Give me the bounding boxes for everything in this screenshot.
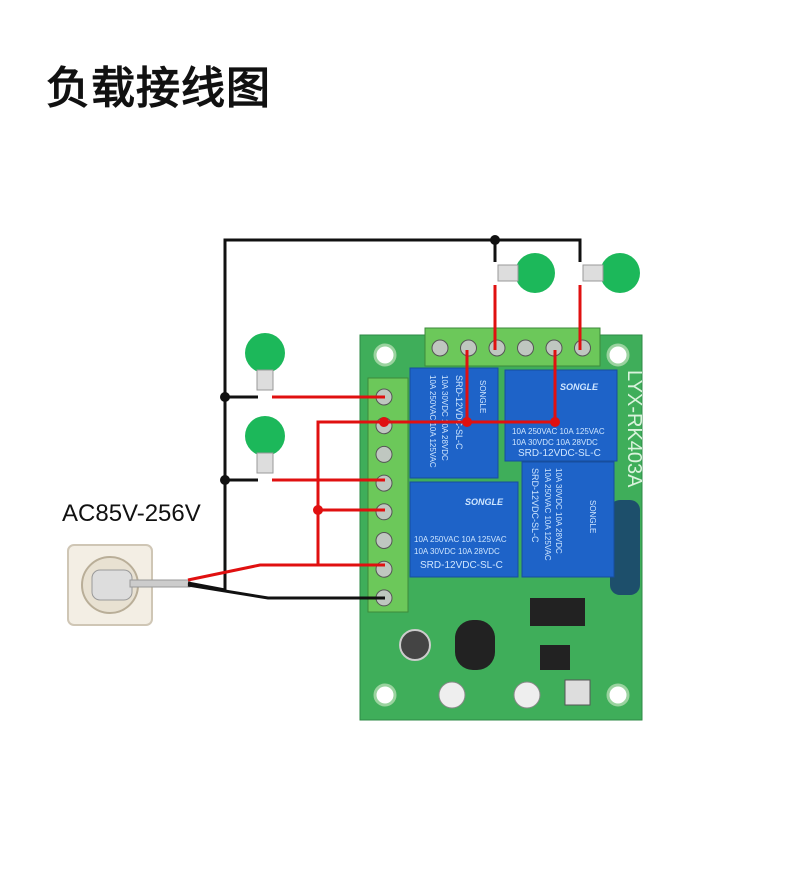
bulb-4 bbox=[582, 253, 640, 293]
terminal-screw bbox=[517, 339, 534, 357]
relay-rating: 10A 30VDC 10A 28VDC bbox=[512, 438, 598, 447]
live-wires bbox=[187, 285, 582, 582]
relay-model: SRD-12VDC-SL-C bbox=[530, 468, 540, 543]
relay-model: SRD-12VDC-SL-C bbox=[518, 448, 601, 459]
terminal-screw bbox=[375, 474, 393, 492]
relay-rating: 10A 30VDC 10A 28VDC bbox=[440, 375, 449, 461]
relay-model: SRD-12VDC-SL-C bbox=[454, 375, 464, 450]
relay-brand: SONGLE bbox=[588, 500, 597, 533]
relay-rating: 10A 250VAC 10A 125VAC bbox=[414, 535, 507, 544]
antenna-coil bbox=[610, 500, 640, 595]
relay-brand: SONGLE bbox=[465, 497, 504, 507]
terminal-screw bbox=[574, 339, 591, 357]
relay-brand: SONGLE bbox=[560, 382, 599, 392]
neutral-wires bbox=[187, 238, 582, 600]
terminal-screw bbox=[431, 339, 449, 357]
relay-rating: 10A 30VDC 10A 28VDC bbox=[414, 547, 500, 556]
voltage-label: AC85V-256V bbox=[62, 500, 201, 527]
relay-3: SONGLE 10A 250VAC 10A 125VAC 10A 30VDC 1… bbox=[409, 481, 519, 578]
terminal-screw bbox=[375, 503, 393, 521]
relay-brand: SONGLE bbox=[478, 380, 487, 413]
relay-rating: 10A 250VAC 10A 125VAC bbox=[543, 468, 552, 561]
top-terminal-block bbox=[424, 327, 601, 367]
bulb-1 bbox=[245, 333, 285, 391]
page-title: 负载接线图 bbox=[46, 64, 271, 113]
wall-socket bbox=[67, 544, 191, 626]
left-terminal-block bbox=[367, 377, 409, 613]
bulb-3 bbox=[497, 253, 555, 293]
terminal-screw bbox=[375, 532, 393, 549]
relay-model: SRD-12VDC-SL-C bbox=[420, 560, 503, 571]
terminal-screw bbox=[375, 445, 393, 463]
board-model: LYX-RK403A bbox=[623, 370, 645, 488]
bulb-2 bbox=[245, 416, 285, 474]
junction-dots bbox=[220, 235, 560, 515]
relay-4: SONGLE 10A 250VAC 10A 125VAC 10A 30VDC 1… bbox=[521, 461, 615, 578]
relay-rating: 10A 30VDC 10A 28VDC bbox=[554, 468, 563, 554]
terminal-screw bbox=[488, 339, 506, 357]
relay-rating: 10A 250VAC 10A 125VAC bbox=[512, 427, 605, 436]
relay-2: SONGLE 10A 250VAC 10A 125VAC 10A 30VDC 1… bbox=[504, 369, 618, 462]
